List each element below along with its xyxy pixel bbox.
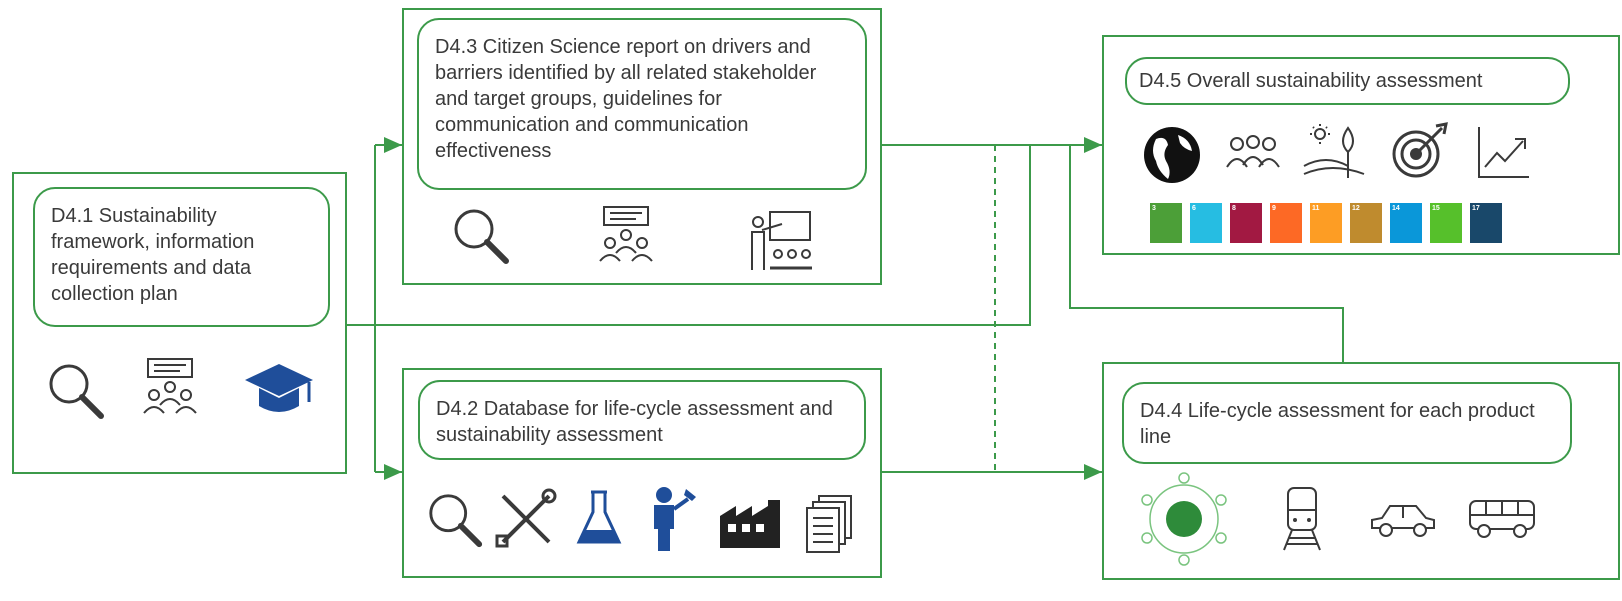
sdg-tile-12: 12 (1350, 203, 1382, 243)
d43-label: D4.3 Citizen Science report on drivers a… (417, 18, 867, 190)
sdg-tile-17: 17 (1470, 203, 1502, 243)
d42-label: D4.2 Database for life-cycle assessment … (418, 380, 866, 460)
growth-chart-icon (1478, 127, 1529, 178)
bus-icon (1469, 500, 1535, 538)
magnifier-icon (49, 364, 104, 419)
sdg-tile-9: 9 (1270, 203, 1302, 243)
presenter-icon (751, 211, 812, 270)
sdg-tile-6: 6 (1190, 203, 1222, 243)
sdg-tile-15: 15 (1430, 203, 1462, 243)
tools-icon (495, 488, 557, 548)
speaker-audience-icon (599, 206, 653, 262)
target-icon (1392, 122, 1448, 178)
d44-to-d45-line (1069, 145, 1344, 362)
life-cycle-wheel-icon (1141, 472, 1227, 566)
documents-icon (806, 495, 852, 553)
magnifier-icon (429, 494, 483, 548)
worker-icon (654, 487, 696, 551)
sdg-tile-3: 3 (1150, 203, 1182, 243)
group-icon (1226, 135, 1280, 168)
factory-icon (720, 500, 780, 548)
train-icon (1283, 487, 1321, 551)
d41-to-d45-line (347, 145, 1031, 326)
sdg-tile-8: 8 (1230, 203, 1262, 243)
d41-label: D4.1 Sustainability framework, informati… (33, 187, 330, 327)
speaker-audience-icon (143, 358, 197, 414)
sdg-tile-14: 14 (1390, 203, 1422, 243)
car-icon (1371, 505, 1435, 537)
flask-icon (576, 490, 622, 544)
graduation-cap-icon (245, 364, 313, 412)
d45-label: D4.5 Overall sustainability assessment (1125, 57, 1570, 105)
globe-icon (1144, 127, 1200, 183)
magnifier-icon (454, 209, 509, 264)
plant-sun-icon (1303, 124, 1365, 178)
d44-label: D4.4 Life-cycle assessment for each prod… (1122, 382, 1572, 464)
sdg-tile-11: 11 (1310, 203, 1342, 243)
